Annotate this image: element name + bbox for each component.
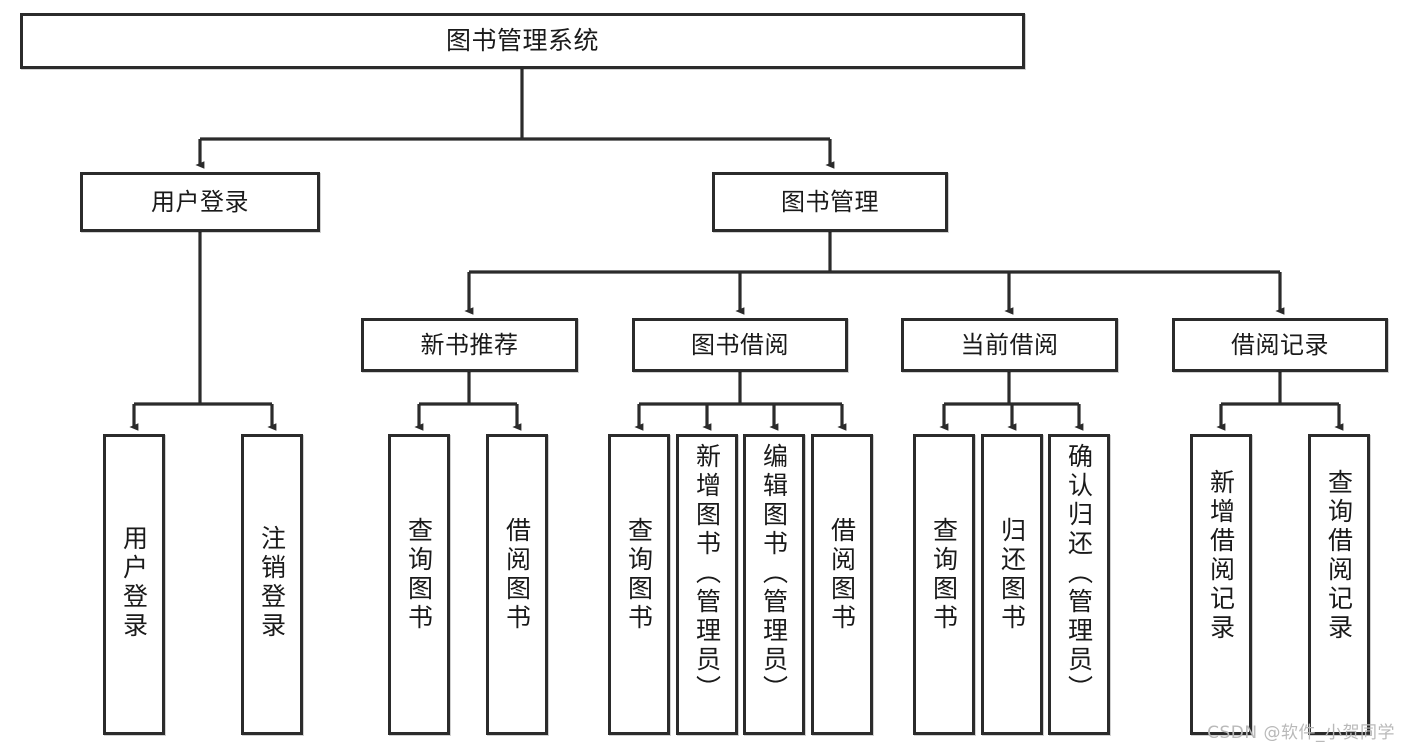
edges-root-level2 [195,69,835,169]
node-user-login-label: 用户登录 [151,187,249,216]
node-user-login[interactable]: 用户登录 [80,172,320,232]
leaf-logout-label: 注销登录 [257,525,287,641]
leaf-query-record[interactable]: 查询借阅记录 [1308,434,1370,735]
edges-newbook-leaves [414,372,522,431]
leaf-query-book-cur-label: 查询图书 [929,517,959,633]
leaf-return-book-label: 归还图书 [997,517,1027,633]
leaf-add-book[interactable]: 新增图书（管理员） [676,434,738,735]
node-book-manage-label: 图书管理 [781,187,879,216]
leaf-borrow-book[interactable]: 借阅图书 [811,434,873,735]
node-new-book-rec[interactable]: 新书推荐 [361,318,578,372]
leaf-query-book[interactable]: 查询图书 [608,434,670,735]
leaf-borrow-book-rec-label: 借阅图书 [502,517,532,633]
leaf-query-book-rec-label: 查询图书 [404,517,434,633]
edges-userlogin-leaves [129,232,277,431]
node-borrow-record[interactable]: 借阅记录 [1172,318,1388,372]
leaf-edit-book[interactable]: 编辑图书（管理员） [743,434,805,735]
leaf-user-login[interactable]: 用户登录 [103,434,165,735]
leaf-query-book-cur[interactable]: 查询图书 [913,434,975,735]
leaf-user-login-label: 用户登录 [119,525,149,641]
node-borrow-record-label: 借阅记录 [1231,330,1329,359]
node-current-borrow-label: 当前借阅 [960,330,1059,359]
node-book-borrow[interactable]: 图书借阅 [632,318,848,372]
leaf-add-record-label: 新增借阅记录 [1206,469,1236,643]
leaf-query-book-label: 查询图书 [624,517,654,633]
node-root-label: 图书管理系统 [445,26,599,55]
leaf-confirm-return[interactable]: 确认归还（管理员） [1048,434,1110,735]
leaf-edit-book-label: 编辑图书（管理员） [759,443,789,704]
node-book-borrow-label: 图书借阅 [691,330,789,359]
node-root[interactable]: 图书管理系统 [20,13,1025,69]
node-new-book-rec-label: 新书推荐 [420,330,519,359]
edges-borrowrecord-leaves [1216,372,1344,431]
leaf-add-record[interactable]: 新增借阅记录 [1190,434,1252,735]
edges-bookmanage-level3 [464,232,1285,315]
leaf-query-record-label: 查询借阅记录 [1324,469,1354,643]
leaf-query-book-rec[interactable]: 查询图书 [388,434,450,735]
node-current-borrow[interactable]: 当前借阅 [901,318,1118,372]
edges-currentborrow-leaves [939,372,1084,431]
leaf-borrow-book-label: 借阅图书 [827,517,857,633]
leaf-add-book-label: 新增图书（管理员） [692,443,722,704]
leaf-borrow-book-rec[interactable]: 借阅图书 [486,434,548,735]
leaf-confirm-return-label: 确认归还（管理员） [1064,443,1094,704]
leaf-return-book[interactable]: 归还图书 [981,434,1043,735]
csdn-watermark: CSDN @软件_小贺同学 [1207,723,1395,743]
node-book-manage[interactable]: 图书管理 [712,172,948,232]
edges-bookborrow-leaves [634,372,847,431]
leaf-logout[interactable]: 注销登录 [241,434,303,735]
